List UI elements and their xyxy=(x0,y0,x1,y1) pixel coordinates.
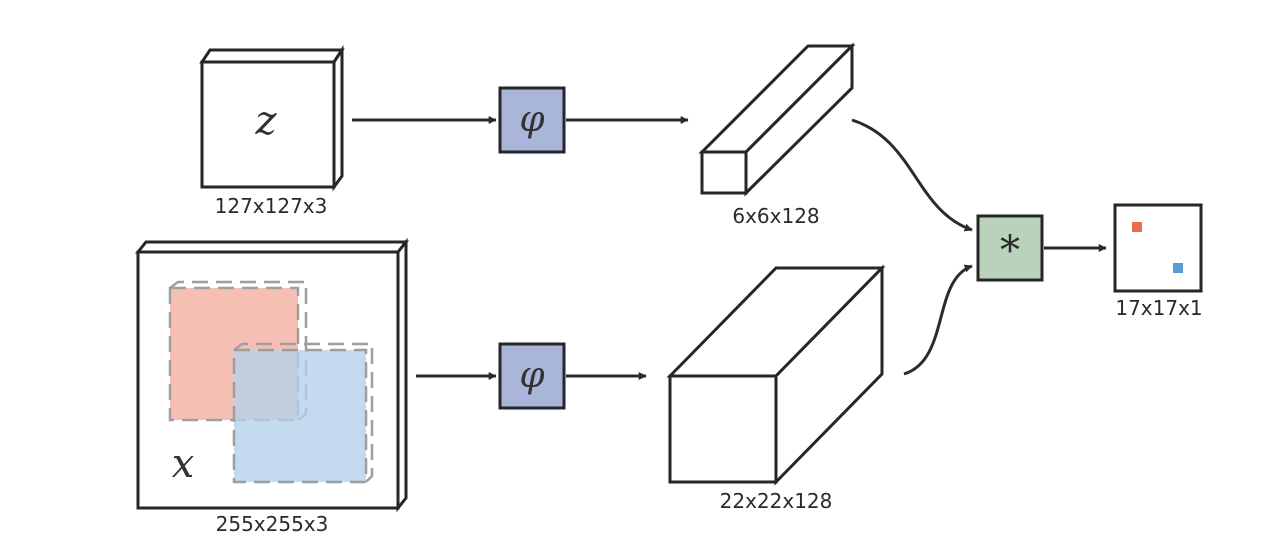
embedding-symbol-bottom: φ xyxy=(519,355,545,396)
output-marker-blue xyxy=(1173,263,1183,273)
arrow-search-feature-to-correlation xyxy=(903,264,973,376)
exemplar-feature-size-label: 6x6x128 xyxy=(732,204,819,228)
correlation-symbol: * xyxy=(1000,228,1020,274)
search-symbol: x xyxy=(172,441,195,487)
arrow-exemplar-feature-to-correlation xyxy=(851,118,973,232)
embedding-function-bottom: φ xyxy=(498,342,566,410)
exemplar-feature-map xyxy=(698,42,856,197)
output-marker-red xyxy=(1132,222,1142,232)
exemplar-symbol: z xyxy=(254,98,277,144)
exemplar-size-label: 127x127x3 xyxy=(215,194,328,218)
exemplar-image: z xyxy=(199,45,345,192)
embedding-function-top: φ xyxy=(498,86,566,154)
search-crop-blue xyxy=(232,342,374,484)
search-feature-size-label: 22x22x128 xyxy=(720,489,833,513)
cross-correlation-operator: * xyxy=(976,214,1044,282)
output-score-map xyxy=(1113,203,1203,293)
search-size-label: 255x255x3 xyxy=(216,512,329,536)
embedding-symbol-top: φ xyxy=(519,99,545,140)
search-feature-map xyxy=(666,264,886,486)
output-size-label: 17x17x1 xyxy=(1115,296,1202,320)
